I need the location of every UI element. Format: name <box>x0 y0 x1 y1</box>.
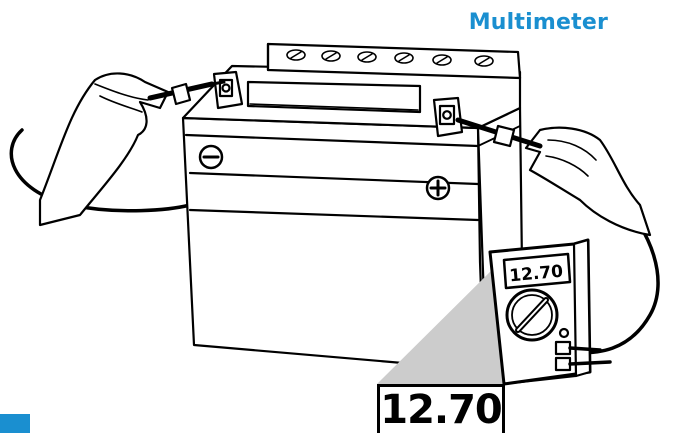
left-hand <box>38 72 170 227</box>
negative-terminal-post <box>212 70 244 110</box>
battery-label-line-bottom <box>188 208 480 222</box>
diagram-title: Multimeter <box>468 10 608 35</box>
minus-circle-icon <box>198 144 224 170</box>
battery-top-rim <box>184 133 480 148</box>
magnified-display-readout: 12.70 <box>377 384 505 433</box>
plus-circle-icon <box>425 175 451 201</box>
jack-common[interactable] <box>558 327 570 339</box>
right-hand <box>524 126 652 237</box>
battery-top-block <box>246 80 422 114</box>
cell-caps <box>266 42 522 80</box>
positive-terminal-post <box>432 96 464 138</box>
jack-positive[interactable] <box>554 340 572 356</box>
negative-probe <box>147 80 226 106</box>
multimeter-display-value: 12.70 <box>509 262 564 287</box>
positive-probe <box>455 117 543 149</box>
jack-negative[interactable] <box>554 356 572 372</box>
multimeter <box>488 238 612 386</box>
rotary-dial[interactable] <box>505 288 559 342</box>
corner-block <box>0 414 30 433</box>
